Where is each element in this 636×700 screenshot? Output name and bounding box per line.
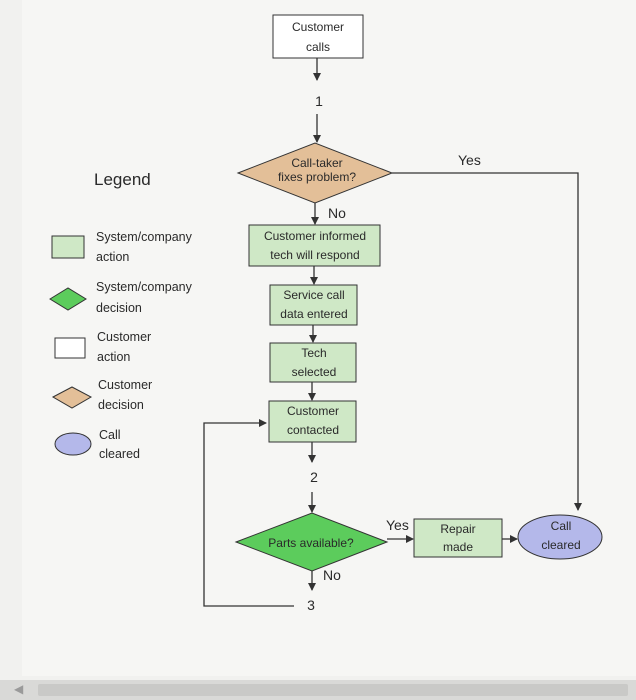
legend-system-action-label-1: System/company bbox=[96, 230, 193, 244]
node-repair-made-label-2: made bbox=[443, 540, 473, 554]
node-customer-calls-label-1: Customer bbox=[292, 20, 344, 34]
connector-2: 2 bbox=[310, 469, 318, 485]
legend-customer-decision-label-1: Customer bbox=[98, 378, 152, 392]
arrow-yes-to-cleared bbox=[392, 172, 582, 511]
node-repair-made-label-1: Repair bbox=[440, 522, 475, 536]
node-parts-available-decision bbox=[234, 512, 389, 572]
legend-customer-action-label-2: action bbox=[97, 350, 130, 364]
legend-customer-action-swatch bbox=[54, 337, 86, 359]
scrollbar-thumb[interactable] bbox=[38, 684, 628, 696]
node-call-cleared-label-2: cleared bbox=[541, 538, 580, 552]
node-customer-informed-label-1: Customer informed bbox=[264, 229, 366, 243]
node-service-call-label-1: Service call bbox=[283, 288, 344, 302]
connector-3: 3 bbox=[307, 597, 315, 613]
node-service-call bbox=[269, 284, 358, 326]
legend-system-action-swatch bbox=[51, 235, 85, 259]
legend-system-decision-swatch bbox=[49, 287, 87, 311]
legend-customer-action-label-1: Customer bbox=[97, 330, 151, 344]
legend-system-decision-label-1: System/company bbox=[96, 280, 193, 294]
node-call-cleared bbox=[517, 514, 603, 560]
node-customer-contacted-label-1: Customer bbox=[287, 404, 339, 418]
node-tech-selected-label-2: selected bbox=[292, 365, 337, 379]
legend-system-decision-label-2: decision bbox=[96, 301, 142, 315]
node-tech-selected bbox=[269, 342, 357, 383]
branch-yes-bottom: Yes bbox=[386, 517, 409, 533]
legend-system-action-label-2: action bbox=[96, 250, 129, 264]
branch-no-top: No bbox=[328, 205, 346, 221]
legend-call-cleared-label-2: cleared bbox=[99, 447, 140, 461]
node-call-cleared-label-1: Call bbox=[551, 519, 572, 533]
node-customer-informed bbox=[248, 224, 381, 267]
legend-customer-decision-swatch bbox=[51, 386, 93, 409]
connector-1: 1 bbox=[315, 93, 323, 109]
node-customer-calls-label-2: calls bbox=[306, 40, 330, 54]
branch-no-bottom: No bbox=[323, 567, 341, 583]
arrow-loop-back-to-contacted bbox=[203, 419, 294, 607]
node-customer-calls bbox=[272, 14, 364, 59]
node-tech-selected-label-1: Tech bbox=[301, 346, 326, 360]
legend-customer-decision-label-2: decision bbox=[98, 398, 144, 412]
node-parts-available-label: Parts available? bbox=[268, 536, 354, 550]
node-call-taker-label-2: fixes problem? bbox=[278, 170, 356, 184]
legend-title: Legend bbox=[94, 170, 151, 189]
flow-connections bbox=[203, 58, 582, 607]
node-service-call-label-2: data entered bbox=[280, 307, 347, 321]
node-customer-informed-label-2: tech will respond bbox=[270, 248, 359, 262]
scroll-left-icon[interactable]: ◀ bbox=[14, 682, 24, 696]
branch-yes-top: Yes bbox=[458, 152, 481, 168]
node-repair-made bbox=[413, 518, 503, 558]
node-call-taker-decision bbox=[236, 142, 394, 204]
node-customer-contacted-label-2: contacted bbox=[287, 423, 339, 437]
legend-call-cleared-label-1: Call bbox=[99, 428, 121, 442]
node-customer-contacted bbox=[268, 400, 357, 443]
node-call-taker-label-1: Call-taker bbox=[291, 156, 342, 170]
legend-call-cleared-swatch bbox=[54, 432, 92, 456]
